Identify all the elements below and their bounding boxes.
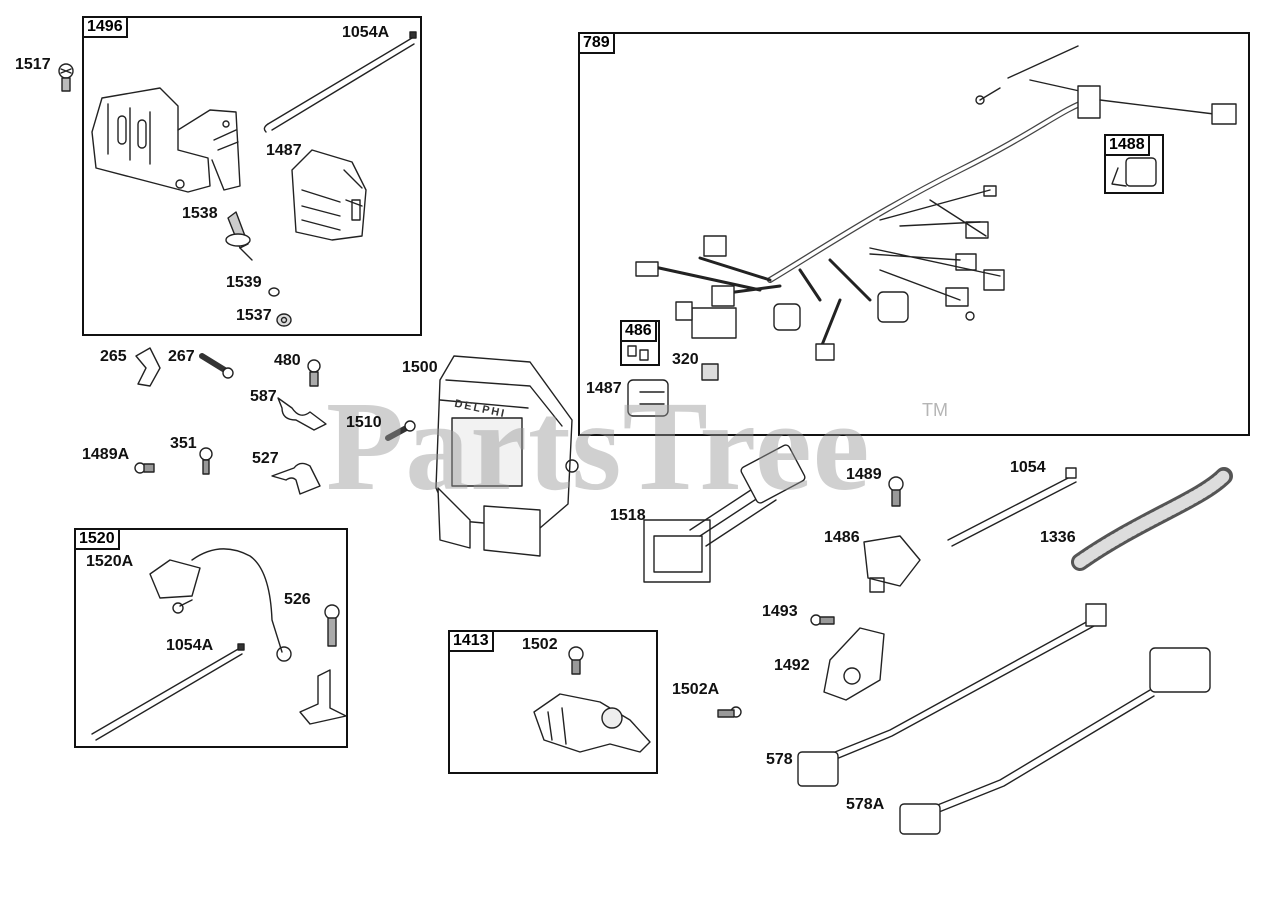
ecu-1500 (435, 355, 579, 557)
callout-1538[interactable]: 1538 (182, 205, 218, 222)
group-box-1488: 1488 (1104, 134, 1164, 194)
group-box-486: 486 (620, 320, 660, 366)
callout-1489A[interactable]: 1489A (82, 446, 130, 463)
bolt-480 (307, 359, 321, 387)
trademark-mark: TM (922, 400, 948, 420)
sensor-1492 (823, 627, 885, 701)
callout-1520A[interactable]: 1520A (86, 553, 134, 570)
screw-351 (199, 447, 213, 475)
callout-1054A-top[interactable]: 1054A (342, 24, 390, 41)
callout-351[interactable]: 351 (170, 435, 197, 452)
harness-578A (899, 647, 1211, 835)
screw-1502A (717, 706, 742, 718)
group-tag-1413: 1413 (448, 630, 494, 652)
screw-1517 (58, 63, 74, 92)
clamp-587 (277, 397, 327, 431)
cable-tie-1054A-low (91, 643, 245, 741)
clip-265 (135, 347, 161, 387)
callout-1539[interactable]: 1539 (226, 274, 262, 291)
callout-480[interactable]: 480 (274, 352, 301, 369)
callout-578A[interactable]: 578A (846, 796, 885, 813)
conduit-1336 (1071, 467, 1233, 571)
bolt-267 (199, 353, 234, 379)
callout-526[interactable]: 526 (284, 591, 311, 608)
bolt-1510 (385, 420, 416, 441)
callout-1336[interactable]: 1336 (1040, 529, 1076, 546)
bracket-1496 (91, 87, 241, 193)
relay-320 (701, 363, 719, 381)
callout-320[interactable]: 320 (672, 351, 699, 368)
connector-1518 (643, 444, 806, 583)
nut-1537 (276, 313, 292, 327)
cable-tie-1054 (947, 467, 1077, 547)
callout-578[interactable]: 578 (766, 751, 793, 768)
group-box-1496: 1496 (82, 16, 422, 336)
bracket-526 (299, 669, 347, 725)
group-tag-789: 789 (578, 32, 615, 54)
callout-1054A-low[interactable]: 1054A (166, 637, 214, 654)
connector-1488 (1111, 157, 1157, 187)
harness-578 (797, 603, 1107, 787)
sensor-1520A (149, 548, 292, 662)
cable-tie-1054A-top (263, 31, 417, 133)
wiring-harness-789 (635, 45, 1237, 361)
sensor-1486 (863, 535, 921, 593)
callout-1500[interactable]: 1500 (402, 359, 438, 376)
callout-1510[interactable]: 1510 (346, 414, 382, 431)
callout-1054[interactable]: 1054 (1010, 459, 1046, 476)
callout-587[interactable]: 587 (250, 388, 277, 405)
callout-265[interactable]: 265 (100, 348, 127, 365)
fuse-486 (627, 345, 649, 361)
screw-1489A (134, 462, 155, 474)
callout-1502[interactable]: 1502 (522, 636, 558, 653)
callout-1537[interactable]: 1537 (236, 307, 272, 324)
callout-1517[interactable]: 1517 (15, 56, 51, 73)
grommet-1538 (225, 211, 253, 261)
bolt-1489 (888, 476, 904, 507)
group-box-1413: 1413 (448, 630, 658, 774)
screw-1493 (810, 614, 835, 626)
group-box-1520: 1520 (74, 528, 348, 748)
sensor-1413 (533, 693, 651, 753)
bolt-1502 (568, 646, 584, 675)
group-box-789: 789 (578, 32, 1250, 436)
callout-1489[interactable]: 1489 (846, 466, 882, 483)
callout-1492[interactable]: 1492 (774, 657, 810, 674)
callout-1487-top[interactable]: 1487 (266, 142, 302, 159)
callout-1493[interactable]: 1493 (762, 603, 798, 620)
callout-1518[interactable]: 1518 (610, 507, 646, 524)
callout-267[interactable]: 267 (168, 348, 195, 365)
connector-cover-1487-top (291, 149, 367, 241)
callout-1502A[interactable]: 1502A (672, 681, 720, 698)
bolt-526 (324, 604, 340, 647)
group-tag-486: 486 (620, 320, 657, 342)
washer-1539 (268, 287, 280, 297)
connector-cover-1487-mid (627, 379, 669, 417)
callout-1486[interactable]: 1486 (824, 529, 860, 546)
clamp-527 (271, 462, 321, 495)
group-tag-1496: 1496 (82, 16, 128, 38)
callout-1487-mid[interactable]: 1487 (586, 380, 622, 397)
group-tag-1520: 1520 (74, 528, 120, 550)
callout-527[interactable]: 527 (252, 450, 279, 467)
group-tag-1488: 1488 (1104, 134, 1150, 156)
